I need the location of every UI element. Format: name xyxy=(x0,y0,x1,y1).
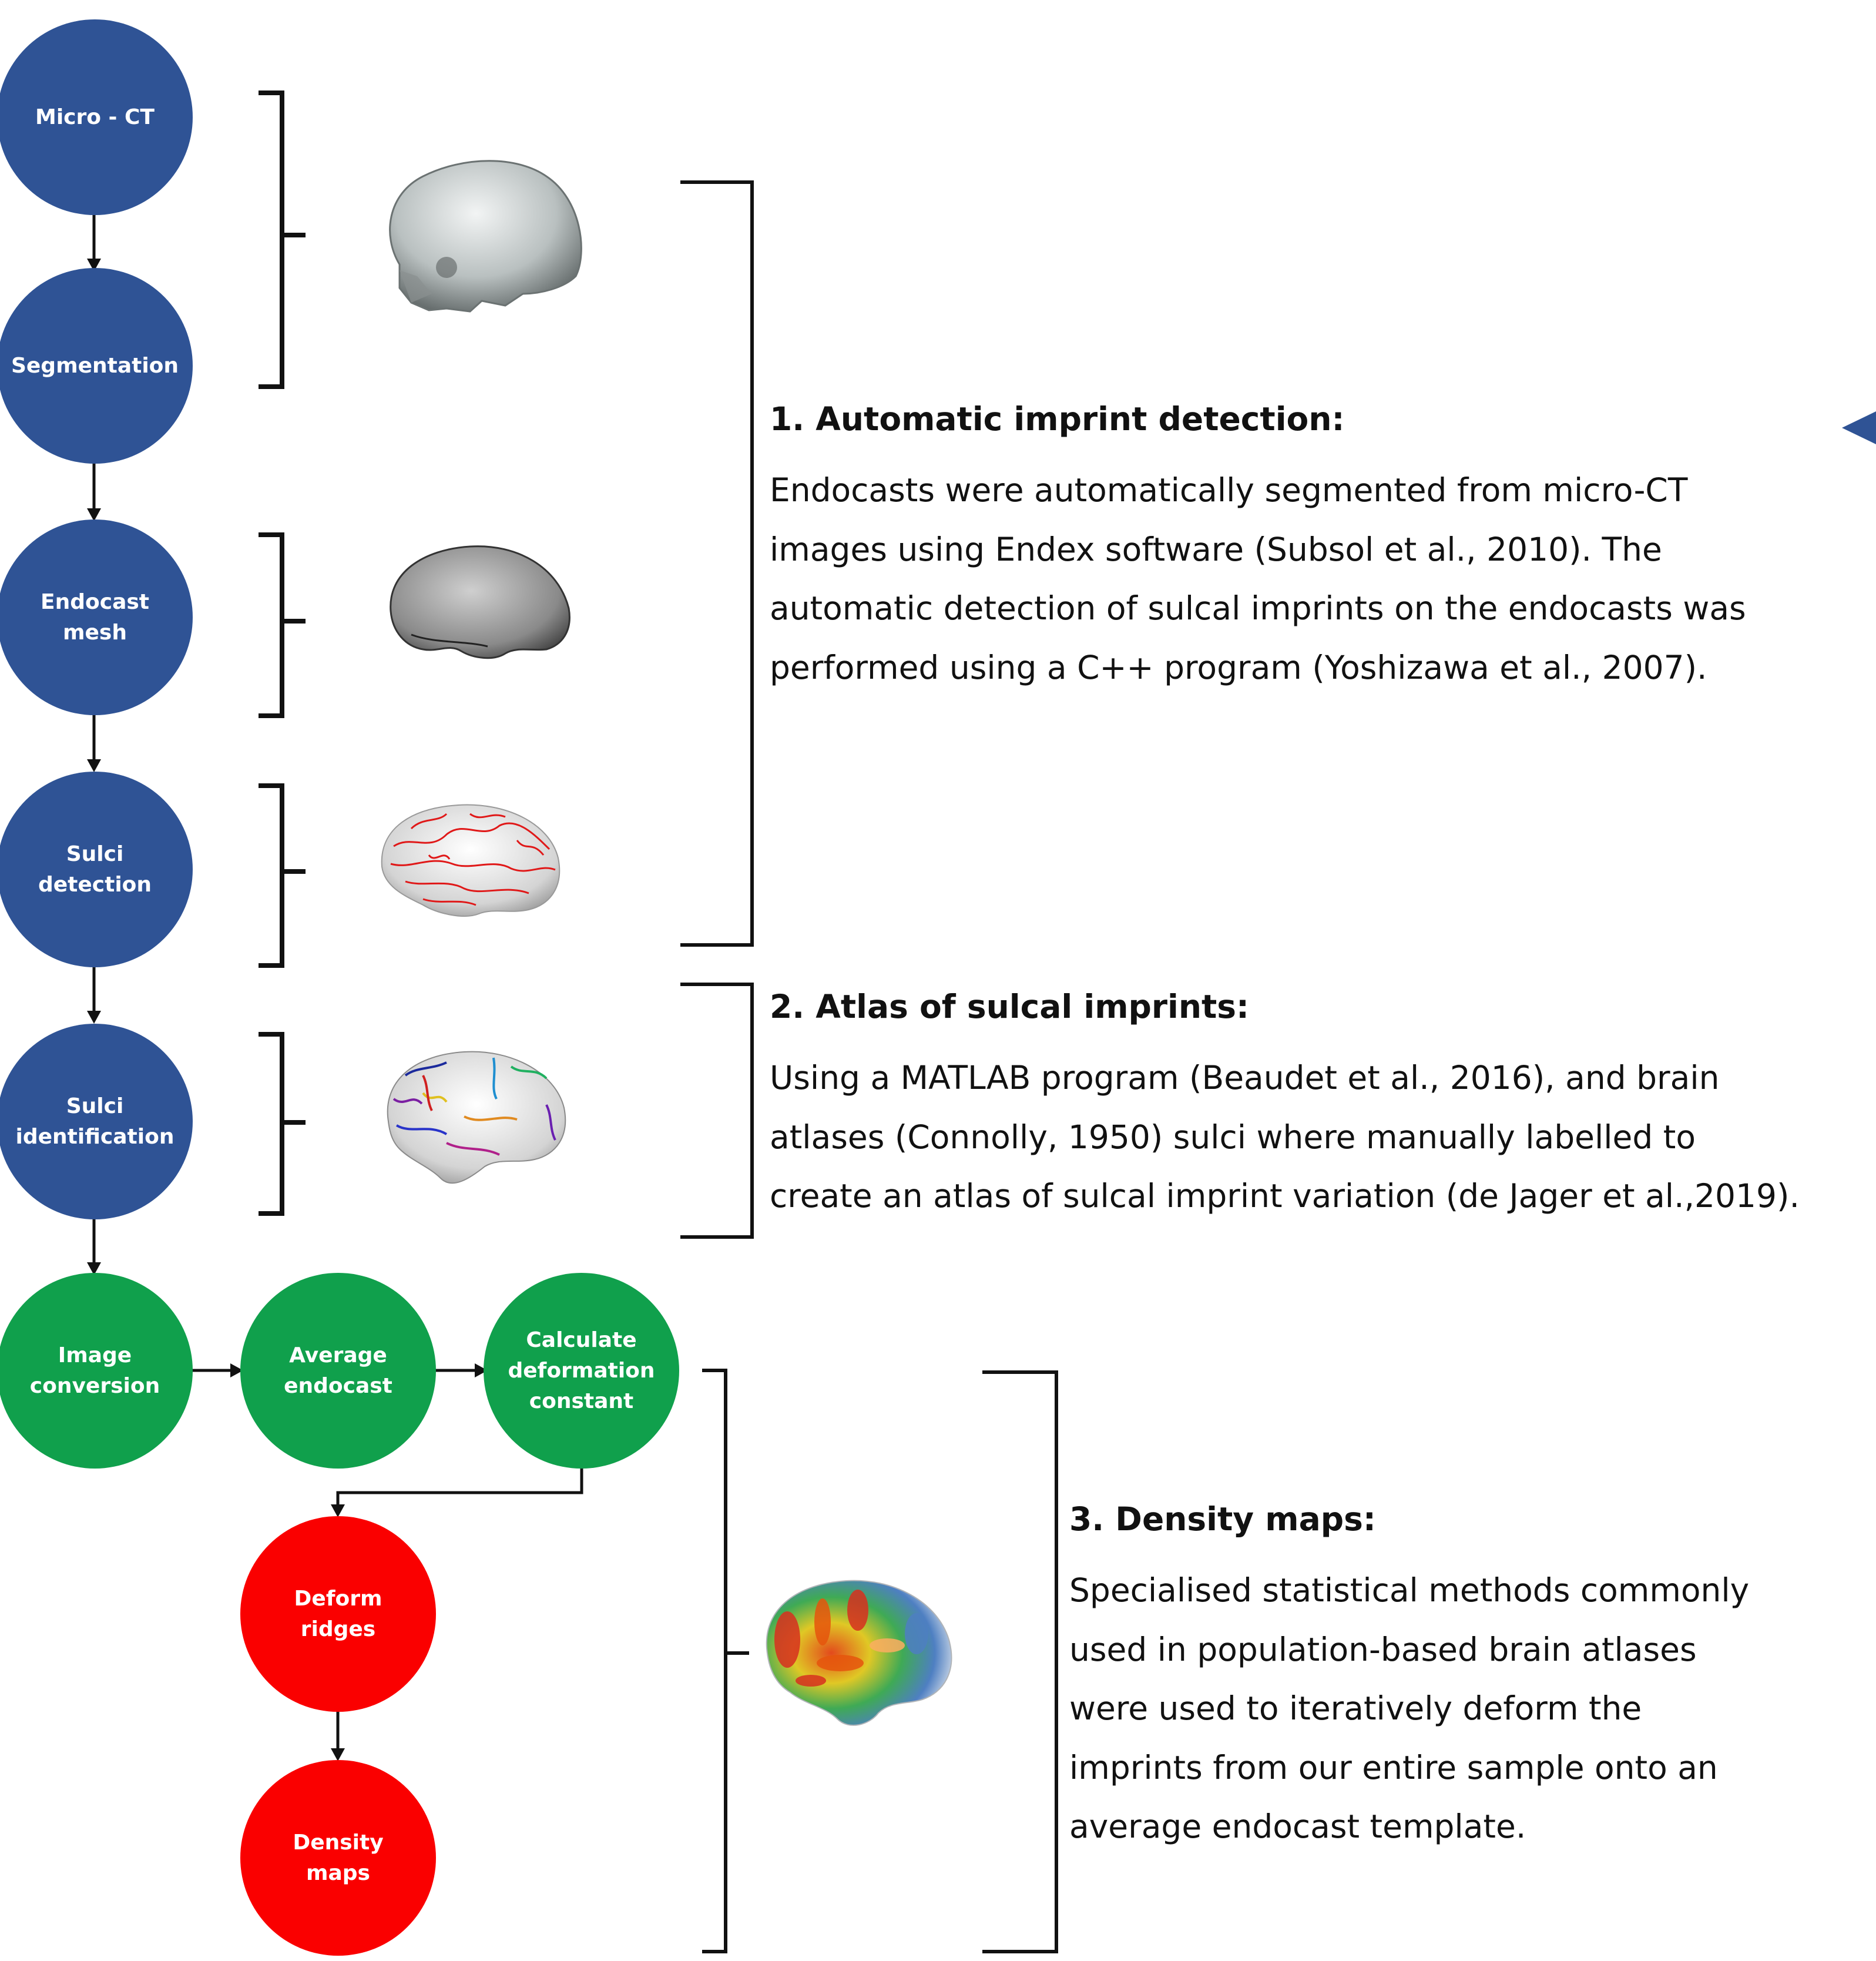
section-line: performed using a C++ program (Yoshizawa… xyxy=(770,648,1707,686)
section-line: create an atlas of sulcal imprint variat… xyxy=(770,1177,1800,1215)
deform-ridges-node: Deform ridges xyxy=(240,1516,436,1712)
section-line: automatic detection of sulcal imprints o… xyxy=(770,589,1746,627)
large-brackets xyxy=(680,180,1058,1953)
pointer-triangle-icon xyxy=(1842,411,1876,444)
sulci-identification-node: Sulci identification xyxy=(0,1024,193,1219)
sulci-identification-brain-image xyxy=(387,1051,566,1184)
sulci-detection-node: Sulci detection xyxy=(0,772,193,967)
density-maps-node: Density maps xyxy=(240,1760,436,1956)
section-density-maps: 3. Density maps: Specialised statistical… xyxy=(1069,1499,1833,1856)
density-map-brain-image xyxy=(766,1580,952,1726)
section-title: 2. Atlas of sulcal imprints: xyxy=(770,988,1250,1025)
section-line: imprints from our entire sample onto an xyxy=(1069,1748,1718,1786)
small-brackets xyxy=(259,90,306,1216)
image-conversion-node: Image conversion xyxy=(0,1273,193,1469)
section-line: Endocasts were automatically segmented f… xyxy=(770,471,1688,509)
endocast-mesh-image xyxy=(390,545,570,659)
section-line: average endocast template. xyxy=(1069,1808,1526,1845)
section-line: Specialised statistical methods commonly xyxy=(1069,1571,1750,1609)
average-endocast-node: Average endocast xyxy=(240,1273,436,1469)
skull-image xyxy=(389,160,582,313)
section-line: were used to iteratively deform the xyxy=(1069,1690,1642,1727)
flow-arrows xyxy=(87,212,583,1761)
section-line: used in population-based brain atlases xyxy=(1069,1630,1697,1668)
section-automatic-imprint-detection: 1. Automatic imprint detection: Endocast… xyxy=(770,398,1827,697)
section-line: atlases (Connolly, 1950) sulci where man… xyxy=(770,1118,1696,1156)
section-title: 1. Automatic imprint detection: xyxy=(770,400,1345,438)
micro-ct-node: Micro - CT xyxy=(0,19,193,215)
endocast-mesh-node: Endocast mesh xyxy=(0,519,193,715)
sulci-detection-brain-image xyxy=(381,804,561,917)
section-line: images using Endex software (Subsol et a… xyxy=(770,530,1662,568)
section-title: 3. Density maps: xyxy=(1069,1500,1376,1538)
calculate-deformation-constant-node: Calculate deformation constant xyxy=(484,1273,679,1469)
section-line: Using a MATLAB program (Beaudet et al., … xyxy=(770,1059,1720,1097)
segmentation-node: Segmentation xyxy=(0,268,193,464)
section-atlas-of-sulcal-imprints: 2. Atlas of sulcal imprints: Using a MAT… xyxy=(770,986,1862,1226)
